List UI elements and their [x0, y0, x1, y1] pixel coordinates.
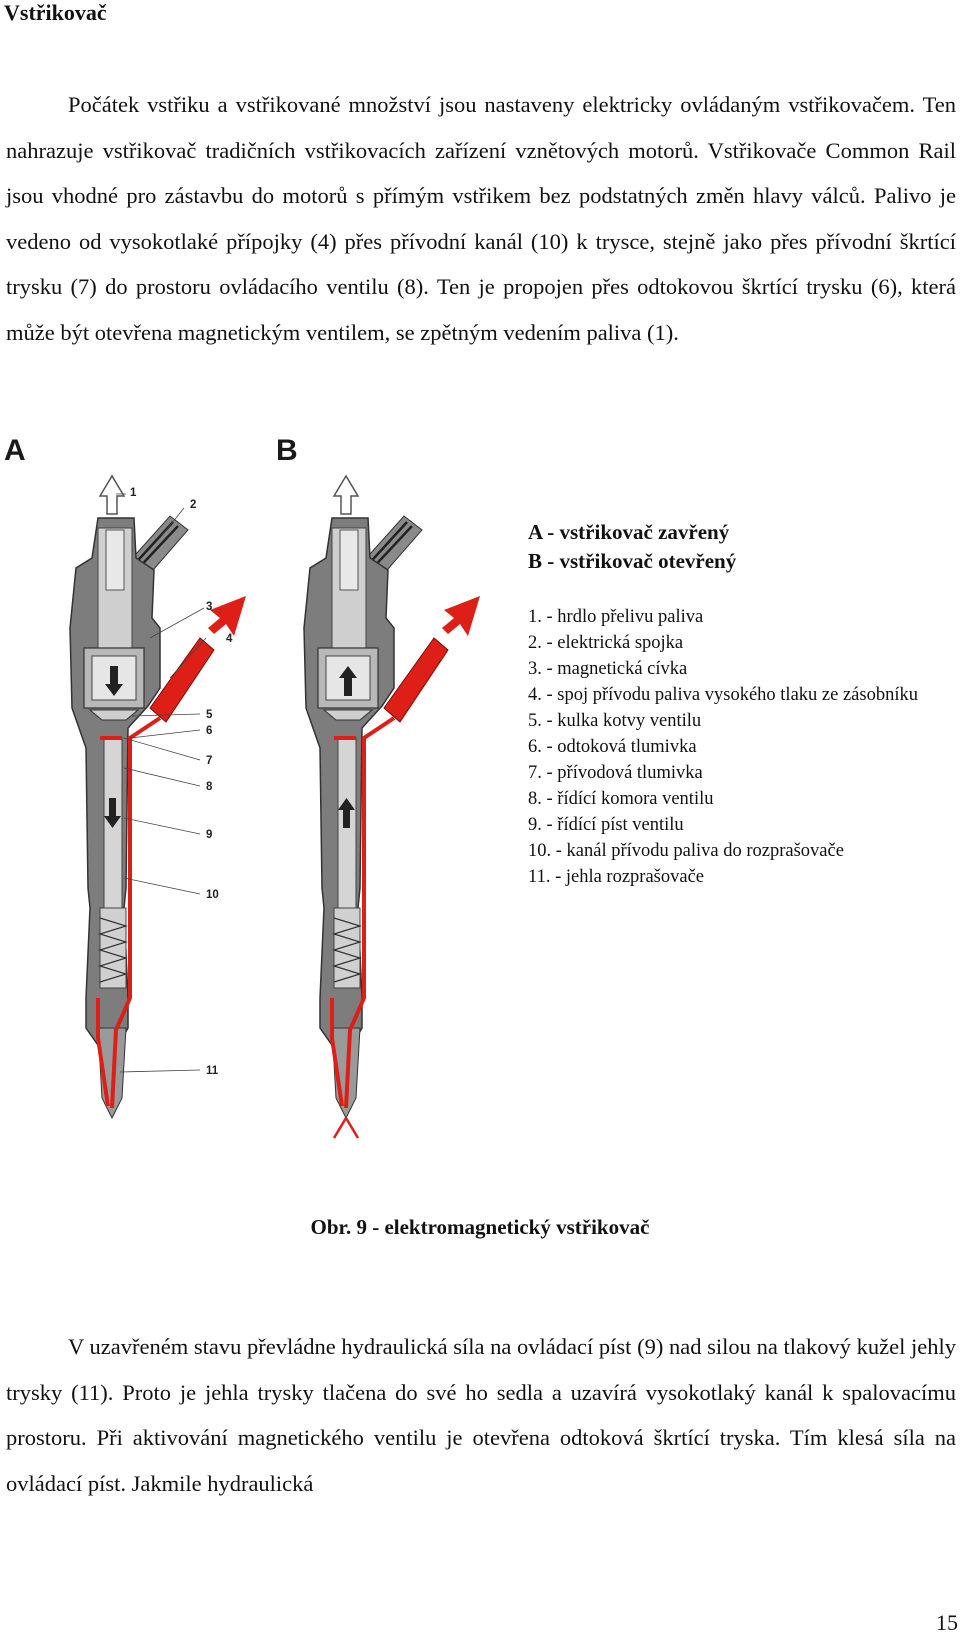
spray-icon [332, 1117, 360, 1139]
page-number: 15 [936, 1610, 958, 1635]
body-paragraph: V uzavřeném stavu převládne hydraulická … [6, 1334, 956, 1496]
fuel-inlet-b [383, 637, 449, 723]
legend-title-a: A - vstřikovač zavřený [528, 520, 730, 544]
callout-11: 11 [206, 1065, 219, 1077]
inlet-arrow-icon [208, 596, 246, 636]
legend-item: 2. - elektrická spojka [528, 633, 684, 653]
legend-item: 4. - spoj přívodu paliva vysokého tlaku … [528, 685, 918, 705]
injector-diagram: A B [4, 438, 480, 1139]
overflow-arrow-icon [98, 474, 126, 515]
injector-a: 1 2 3 4 5 6 7 8 9 10 11 [69, 474, 246, 1120]
callout-2: 2 [190, 499, 196, 511]
callout-6: 6 [206, 725, 212, 737]
legend-item: 3. - magnetická cívka [528, 659, 688, 679]
legend-item: 1. - hrdlo přelivu paliva [528, 607, 704, 627]
legend-item: 11. - jehla rozprašovače [528, 867, 705, 887]
panel-label-a: A [4, 438, 26, 467]
inlet-arrow-icon [442, 596, 480, 636]
arrow-up-icon [339, 666, 357, 696]
legend-item: 6. - odtoková tlumivka [528, 737, 697, 757]
arrow-down-icon [105, 666, 123, 696]
fuel-channel-b [344, 716, 396, 1109]
section-heading: Vstřikovač [4, 0, 107, 25]
arrow-down-icon [104, 798, 121, 828]
panel-label-b: B [276, 438, 298, 467]
callout-9: 9 [206, 829, 212, 841]
callout-1: 1 [130, 487, 137, 499]
fuel-channel-a [110, 716, 162, 1109]
legend-item: 5. - kulka kotvy ventilu [528, 711, 702, 731]
injector-figure: A B [0, 438, 960, 1198]
legend-item: 10. - kanál přívodu paliva do rozprašova… [528, 841, 844, 861]
callout-5: 5 [206, 709, 213, 721]
callout-4: 4 [226, 633, 233, 645]
callout-10: 10 [206, 889, 219, 901]
figure-caption: Obr. 9 - elektromagnetický vstřikovač [310, 1215, 650, 1239]
callout-3: 3 [206, 601, 212, 613]
overflow-arrow-icon [332, 474, 360, 515]
intro-paragraph: Počátek vstřiku a vstřikované množství j… [6, 92, 956, 345]
callout-8: 8 [206, 781, 213, 793]
legend-title-b: B - vstřikovač otevřený [528, 549, 737, 573]
fuel-inlet-a [149, 637, 215, 723]
figure-legend: A - vstřikovač zavřený B - vstřikovač ot… [528, 518, 956, 890]
callout-7: 7 [206, 755, 212, 767]
legend-item: 9. - řídící píst ventilu [528, 815, 684, 835]
legend-item: 7. - přívodová tlumivka [528, 763, 703, 783]
legend-item: 8. - řídící komora ventilu [528, 789, 714, 809]
injector-b [303, 474, 480, 1139]
arrow-up-icon [338, 798, 355, 828]
